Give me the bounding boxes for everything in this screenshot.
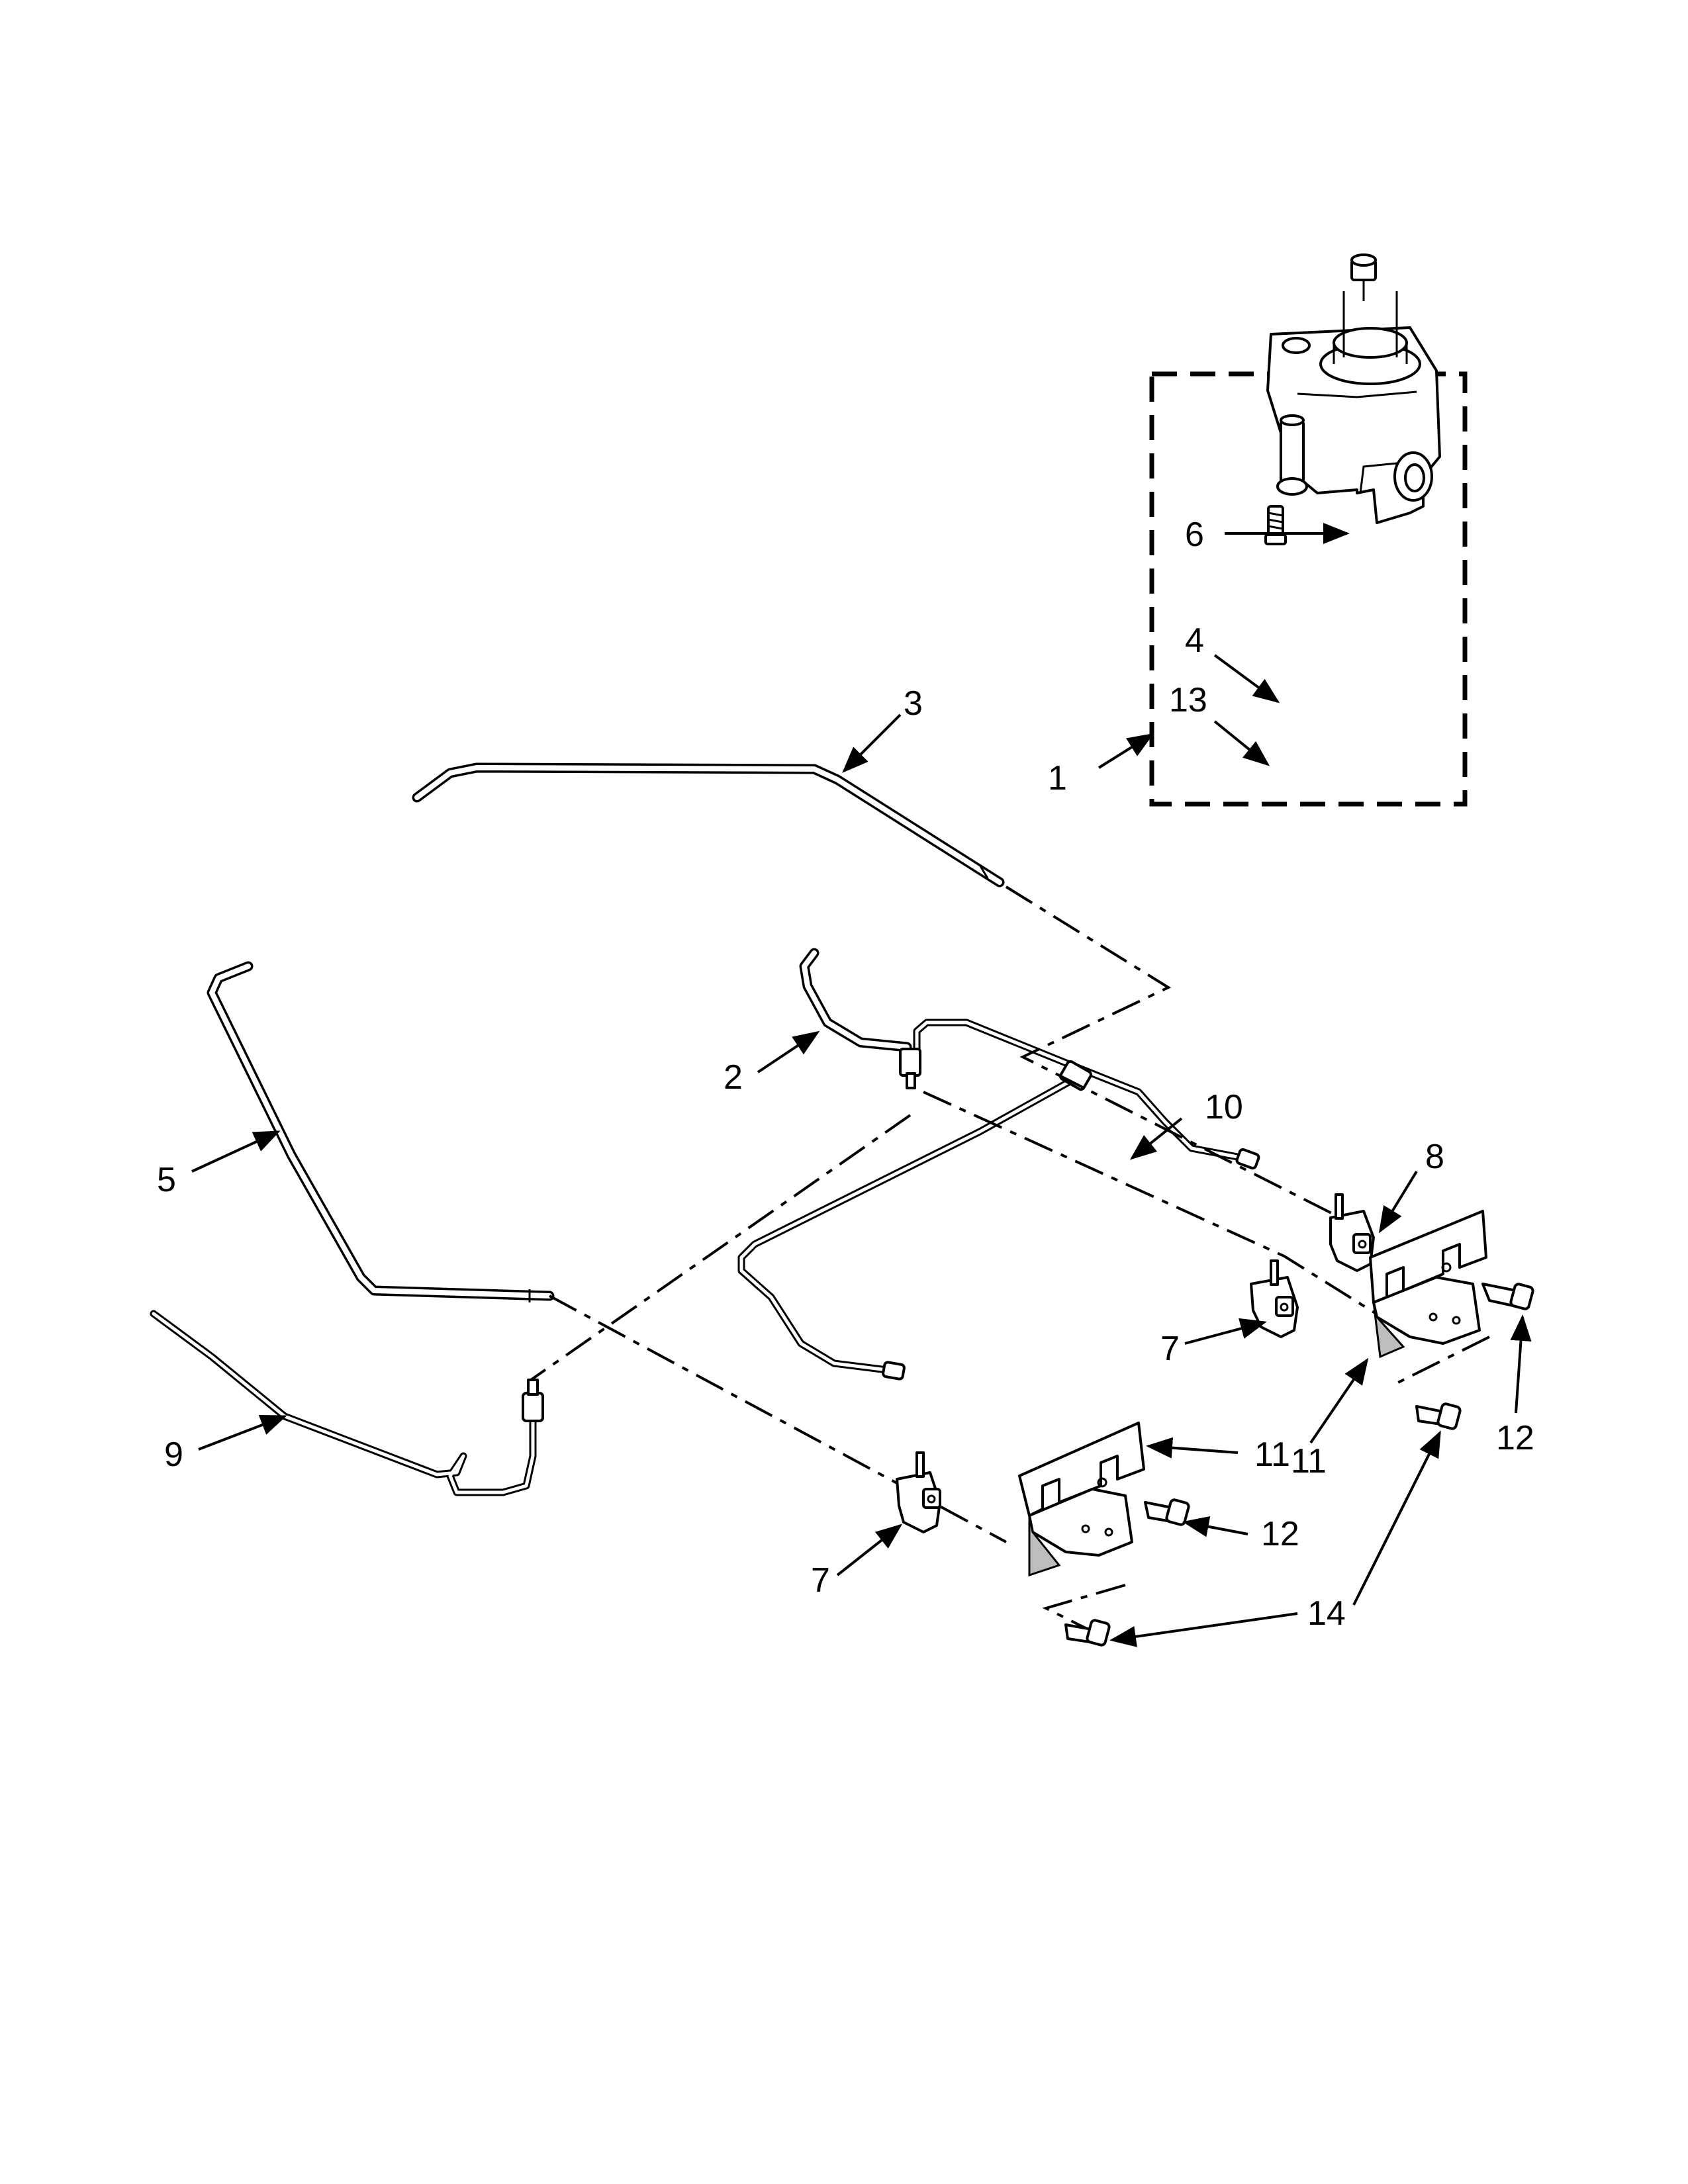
callout-9: 9 bbox=[164, 1435, 183, 1474]
callout-12-right: 12 bbox=[1496, 1419, 1534, 1457]
tube-9 bbox=[150, 1310, 544, 1496]
orifice-spud bbox=[1276, 414, 1308, 496]
callout-1: 1 bbox=[1048, 759, 1067, 797]
callout-numbers: 1 2 3 4 5 6 7 7 8 9 10 11 11 12 12 13 14 bbox=[157, 516, 1534, 1633]
callout-10: 10 bbox=[1205, 1088, 1243, 1126]
bracket-11-right bbox=[1369, 1210, 1487, 1359]
callout-14: 14 bbox=[1307, 1594, 1346, 1633]
callout-11-lower: 11 bbox=[1291, 1442, 1327, 1480]
igniter-8 bbox=[1329, 1193, 1375, 1272]
callout-4: 4 bbox=[1185, 621, 1204, 660]
callout-leaders bbox=[191, 523, 1532, 1647]
tube-2 bbox=[799, 948, 912, 1052]
callout-12-lower: 12 bbox=[1261, 1515, 1299, 1553]
screw-12-right bbox=[1481, 1283, 1534, 1310]
callout-3: 3 bbox=[904, 684, 923, 723]
callout-8: 8 bbox=[1425, 1138, 1444, 1176]
callout-6: 6 bbox=[1185, 516, 1204, 554]
bracket-11-lower bbox=[1018, 1422, 1145, 1577]
callout-13: 13 bbox=[1169, 681, 1207, 719]
screw-12-lower bbox=[1144, 1498, 1190, 1526]
callout-2: 2 bbox=[724, 1058, 743, 1097]
regulator-valve bbox=[1266, 291, 1441, 524]
tube-3 bbox=[412, 762, 1005, 887]
screw-14-right bbox=[1415, 1402, 1462, 1430]
igniter-7-lower bbox=[896, 1451, 941, 1533]
screw-14-lower bbox=[1064, 1619, 1111, 1647]
tube-10 bbox=[737, 1019, 1260, 1381]
callout-7-upper: 7 bbox=[1160, 1330, 1180, 1368]
tube-5 bbox=[207, 961, 555, 1302]
callout-5: 5 bbox=[157, 1161, 176, 1199]
regulator-cap bbox=[1350, 253, 1377, 301]
screw bbox=[1264, 505, 1287, 545]
callout-7-lower: 7 bbox=[811, 1561, 830, 1600]
callout-11-upper: 11 bbox=[1254, 1435, 1290, 1474]
igniter-7-upper bbox=[1250, 1259, 1299, 1338]
